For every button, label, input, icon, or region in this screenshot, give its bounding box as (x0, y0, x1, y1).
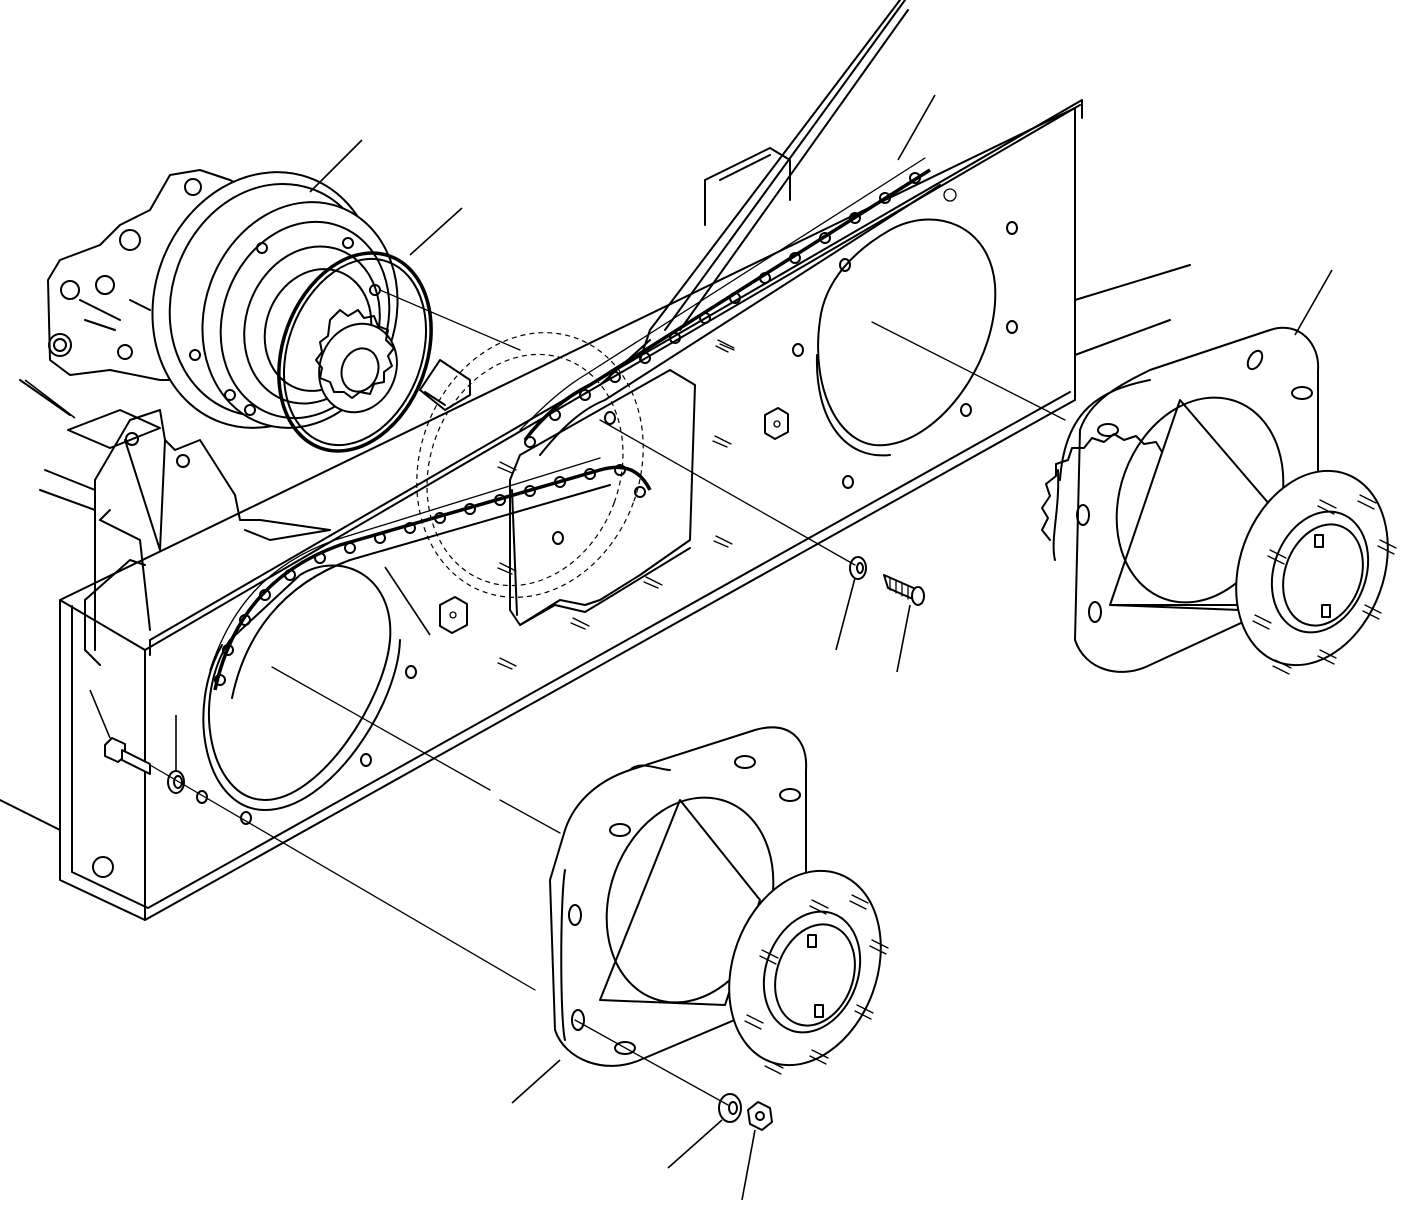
drive-chain-front (209, 457, 652, 699)
block-lower (439, 596, 468, 634)
hub-washer (718, 1093, 742, 1123)
axle-hub-front (549, 726, 889, 1075)
drive-chain-rear (519, 157, 941, 456)
plate-holes (196, 221, 1018, 825)
block-upper (764, 407, 789, 440)
plate-studs (497, 339, 735, 670)
callout-leaders (24, 94, 1333, 1201)
o-ring (277, 251, 433, 453)
hub-nut (747, 1101, 773, 1131)
assembly-lines (149, 289, 1066, 1106)
chain-guide (599, 0, 909, 386)
cover-bolt (104, 737, 151, 775)
washer (849, 556, 867, 580)
chain-tank-housing (0, 99, 1191, 921)
bolt (883, 574, 925, 606)
hydraulic-drive-motor (47, 169, 399, 429)
axle-hub-rear (1041, 326, 1397, 675)
cover-seal (167, 770, 185, 794)
